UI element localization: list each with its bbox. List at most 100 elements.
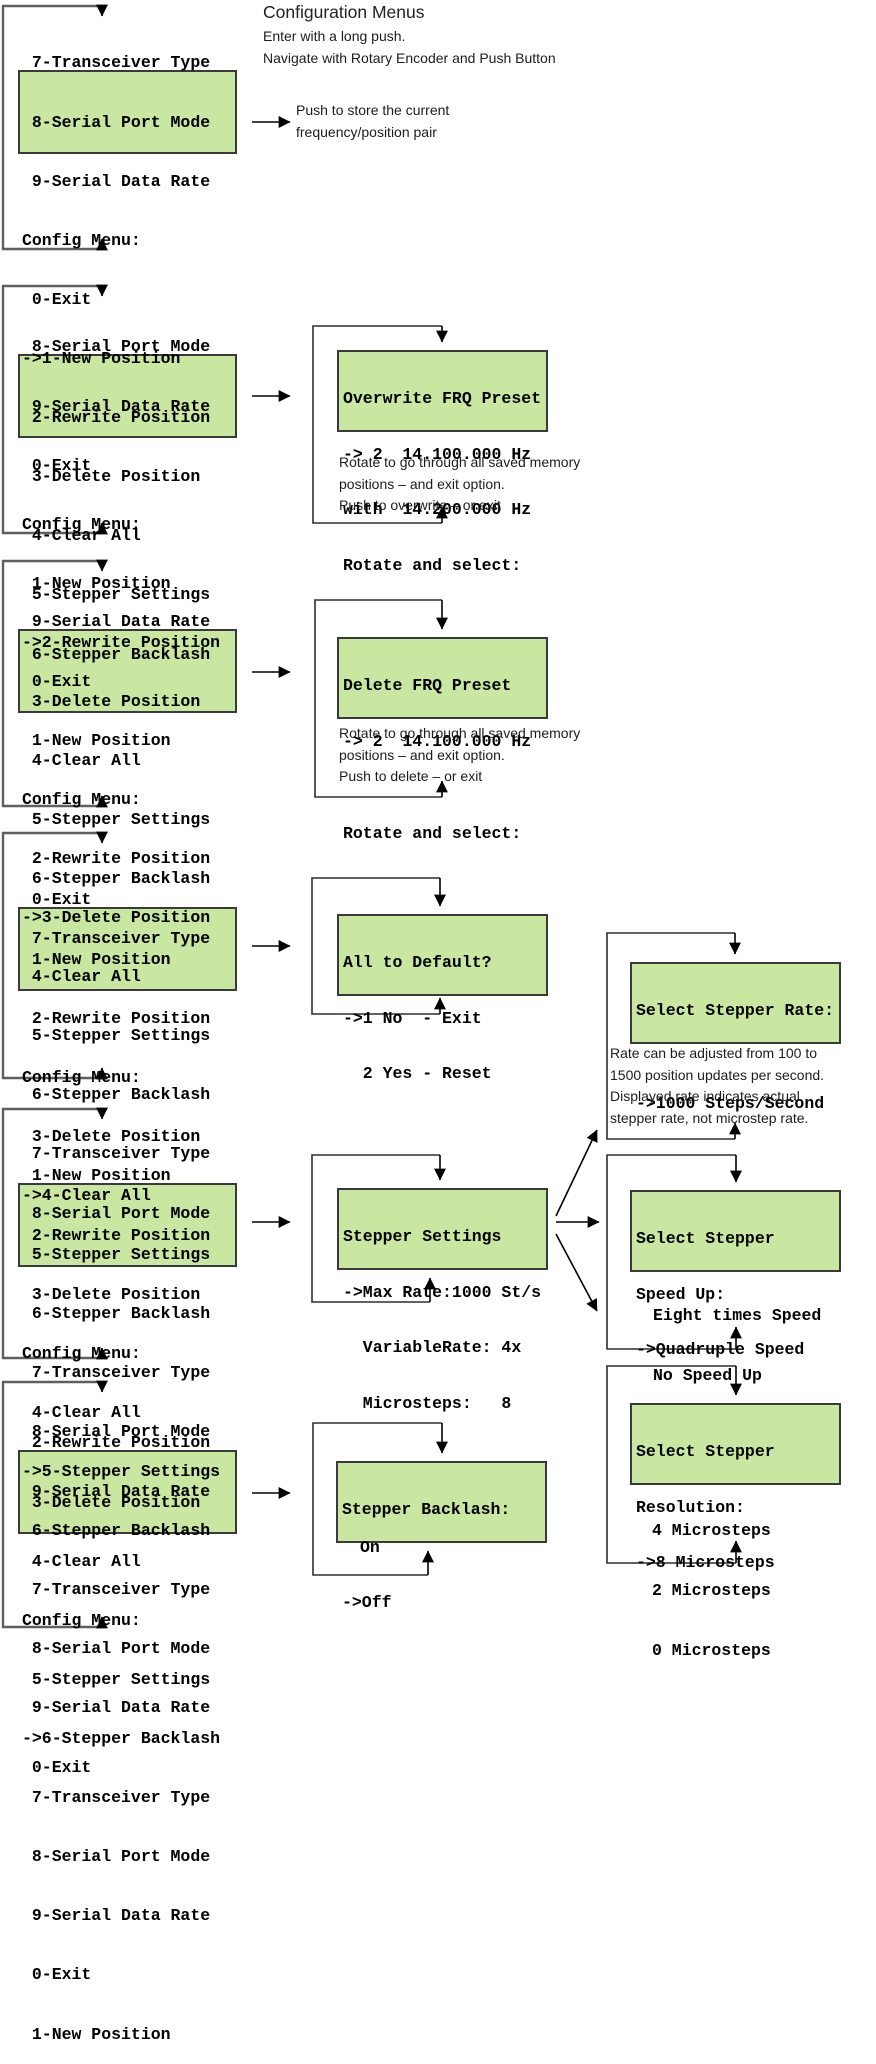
option-line: Eight times Speed bbox=[653, 1306, 822, 1325]
lcd-all-to-default: All to Default? ->1 No - Exit 2 Yes - Re… bbox=[337, 914, 548, 1083]
lcd-line: Select Stepper Rate: bbox=[636, 1001, 835, 1020]
menu-line: 4-Clear All bbox=[22, 751, 141, 771]
note-overwrite-push: Push to overwrite – or exit bbox=[339, 497, 501, 513]
lcd-line: -> 2 14.100.000 Hz bbox=[343, 444, 532, 464]
menu-line: 3-Delete Position bbox=[22, 692, 201, 712]
note-line: Rate can be adjusted from 100 to bbox=[610, 1045, 818, 1061]
menu-loop-frames bbox=[1, 4, 102, 1629]
menu-line: 0-Exit bbox=[22, 455, 92, 475]
menu-line: Config Menu: bbox=[22, 514, 141, 534]
lcd-highlight-box bbox=[18, 629, 237, 713]
menu-line: 7-Transceiver Type bbox=[22, 1580, 211, 1600]
menu-line: 2-Rewrite Position bbox=[22, 1225, 211, 1245]
note-line: frequency/position pair bbox=[296, 123, 437, 140]
lcd-line: Microsteps: 8 bbox=[343, 1393, 512, 1413]
menu-line: 9-Serial Data Rate bbox=[22, 1481, 211, 1501]
menu-line: 0-Exit bbox=[22, 890, 92, 910]
lcd-line: ->1 No - Exit bbox=[343, 1008, 482, 1028]
resolution-options: 4 Microsteps 2 Microsteps 0 Microsteps bbox=[652, 1481, 771, 1681]
menu-line: 8-Serial Port Mode bbox=[22, 1422, 211, 1442]
header-line-2: Navigate with Rotary Encoder and Push Bu… bbox=[263, 50, 556, 66]
menu-line: 4-Clear All bbox=[22, 1402, 141, 1422]
lcd-highlight-box bbox=[18, 70, 237, 154]
lcd-line: Speed Up: bbox=[636, 1284, 726, 1304]
note-line: stepper rate, not microstep rate. bbox=[610, 1109, 809, 1126]
config-menu-screen-2: 8-Serial Port Mode 9-Serial Data Rate 0-… bbox=[22, 298, 220, 968]
note-store-pair: Push to store the current frequency/posi… bbox=[296, 100, 449, 143]
config-menu-screen-1: 7-Transceiver Type 8-Serial Port Mode 9-… bbox=[22, 14, 210, 684]
lcd-line: Select Stepper bbox=[636, 1229, 775, 1248]
lcd-line: Rotate and select: bbox=[343, 824, 522, 843]
lcd-line: Delete FRQ Preset bbox=[343, 676, 512, 695]
menu-line: 8-Serial Port Mode bbox=[22, 112, 211, 132]
config-menu-screen-4: 0-Exit 1-New Position 2-Rewrite Position… bbox=[22, 851, 210, 1521]
menu-line: 3-Delete Position bbox=[22, 1126, 201, 1146]
note-line: Displayed rate indicates actual bbox=[610, 1088, 800, 1104]
lcd-stepper-backlash: Stepper Backlash: ->Off bbox=[336, 1461, 547, 1611]
lcd-line-selected: ->Quadruple Speed bbox=[636, 1340, 805, 1359]
menu-line: 3-Delete Position bbox=[22, 467, 201, 487]
panel-loop-frames bbox=[311, 325, 736, 1576]
menu-line: 1-New Position bbox=[22, 573, 171, 593]
menu-line: 1-New Position bbox=[22, 730, 171, 750]
menu-line: 5-Stepper Settings bbox=[22, 585, 211, 605]
menu-line: 6-Stepper Backlash bbox=[22, 1085, 211, 1105]
menu-line: 0-Exit bbox=[22, 289, 92, 309]
note-line: 1500 position updates per second. bbox=[610, 1066, 825, 1083]
lcd-line: Stepper Backlash: bbox=[342, 1500, 511, 1519]
menu-line: 5-Stepper Settings bbox=[22, 1245, 211, 1265]
menu-line: 8-Serial Port Mode bbox=[22, 1847, 211, 1867]
lcd-line: Rotate and select: bbox=[343, 555, 522, 575]
menu-line: 5-Stepper Settings bbox=[22, 810, 211, 830]
menu-line: 8-Serial Port Mode bbox=[22, 1203, 211, 1223]
menu-line: 9-Serial Data Rate bbox=[22, 171, 211, 191]
lcd-select-resolution: Select Stepper Resolution: ->8 Microstep… bbox=[630, 1403, 841, 1572]
menu-line: Config Menu: bbox=[22, 1343, 141, 1363]
menu-line: 9-Serial Data Rate bbox=[22, 612, 211, 632]
note-line: Rotate to go through all saved memory bbox=[339, 725, 581, 741]
note-line: positions – and exit option. bbox=[339, 746, 505, 763]
option-line: 2 Microsteps bbox=[652, 1581, 771, 1600]
lcd-line: Select Stepper bbox=[636, 1442, 775, 1461]
menu-line: 3-Delete Position bbox=[22, 1284, 201, 1304]
lcd-line: with 14.200.000 Hz bbox=[343, 500, 532, 519]
note-delete: Rotate to go through all saved memory po… bbox=[339, 723, 580, 766]
menu-line: 7-Transceiver Type bbox=[22, 928, 211, 948]
menu-line: 4-Clear All bbox=[22, 967, 141, 987]
option-line: 4 Microsteps bbox=[652, 1521, 771, 1540]
lcd-stepper-settings: Stepper Settings ->Max Rate:1000 St/s Va… bbox=[337, 1188, 548, 1412]
lcd-line: Resolution: bbox=[636, 1497, 745, 1517]
menu-line: 6-Stepper Backlash bbox=[22, 869, 211, 889]
menu-line: 7-Transceiver Type bbox=[22, 1144, 211, 1164]
menu-line: 7-Transceiver Type bbox=[22, 53, 211, 73]
lcd-line: All to Default? bbox=[343, 953, 492, 972]
lcd-line: 2 Yes - Reset bbox=[343, 1064, 492, 1083]
menu-line: Config Menu: bbox=[22, 1067, 141, 1087]
menu-line: 0-Exit bbox=[22, 671, 92, 691]
note-line: Rotate to go through all saved memory bbox=[339, 454, 581, 470]
lcd-highlight-box bbox=[18, 907, 237, 991]
menu-line: Config Menu: bbox=[22, 230, 141, 250]
menu-line: 8-Serial Port Mode bbox=[22, 337, 211, 357]
menu-line-selected: ->4-Clear All bbox=[22, 1185, 151, 1205]
lcd-delete-preset: Delete FRQ Preset -> 2 14.100.000 Hz Rot… bbox=[337, 637, 548, 843]
lcd-overwrite-preset: Overwrite FRQ Preset -> 2 14.100.000 Hz … bbox=[337, 350, 548, 574]
note-delete-push: Push to delete – or exit bbox=[339, 768, 483, 784]
menu-line-selected: ->3-Delete Position bbox=[22, 907, 211, 927]
lcd-line-selected: ->Off bbox=[342, 1592, 392, 1612]
note-overwrite: Rotate to go through all saved memory po… bbox=[339, 452, 580, 495]
page-title: Configuration Menus bbox=[263, 2, 425, 22]
menu-line: 2-Rewrite Position bbox=[22, 1008, 211, 1028]
flow-arrows bbox=[96, 4, 742, 1629]
menu-line-selected: ->1-New Position bbox=[22, 348, 181, 368]
option-line: 0 Microsteps bbox=[652, 1641, 771, 1660]
flow-connectors bbox=[1, 4, 742, 1629]
menu-line: 6-Stepper Backlash bbox=[22, 1521, 211, 1541]
header-line-1: Enter with a long push. bbox=[263, 28, 406, 44]
menu-line: 2-Rewrite Position bbox=[22, 848, 211, 868]
menu-line: 9-Serial Data Rate bbox=[22, 396, 211, 416]
menu-line: 5-Stepper Settings bbox=[22, 1026, 211, 1046]
menu-line: 4-Clear All bbox=[22, 1551, 141, 1571]
menu-line: 2-Rewrite Position bbox=[22, 1433, 211, 1453]
lcd-line: Overwrite FRQ Preset bbox=[343, 389, 542, 408]
